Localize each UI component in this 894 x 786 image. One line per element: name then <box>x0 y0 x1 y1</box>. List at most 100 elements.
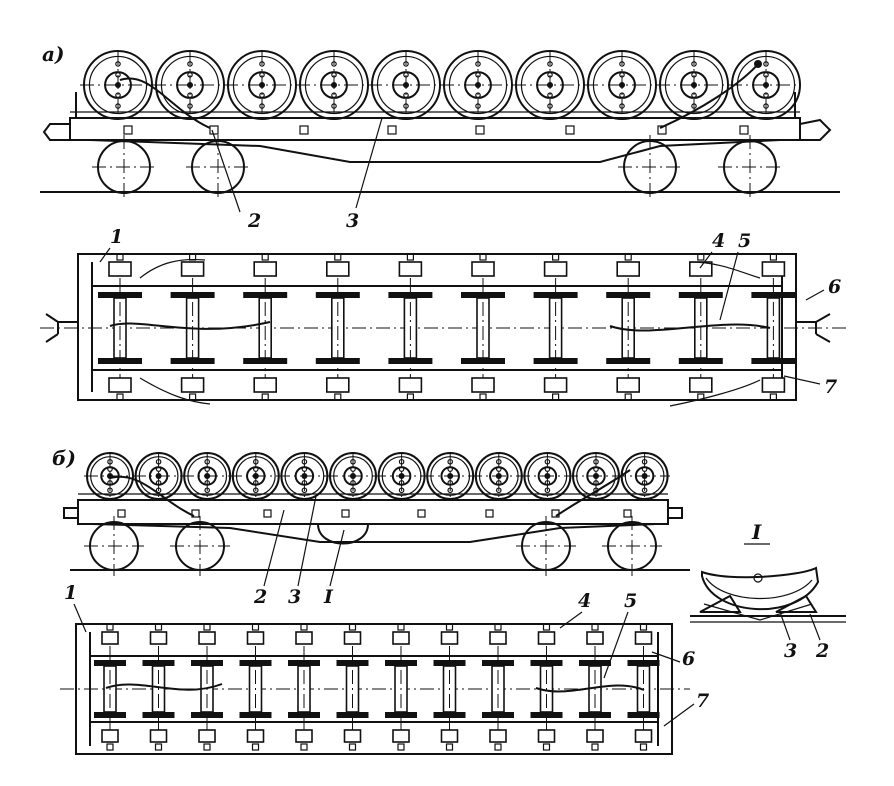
deck-bracket <box>475 125 485 135</box>
plan-stake-bottom <box>591 743 599 751</box>
plan-reel-flange-top <box>94 660 126 666</box>
plan-coupler-left-a <box>45 313 78 343</box>
plan-stake-bottom <box>494 743 502 751</box>
plan-chock-top <box>537 631 556 645</box>
callout-a-plan-4: 4 <box>712 230 726 252</box>
deck-bracket <box>485 509 494 518</box>
reel-bolt <box>115 72 121 78</box>
plan-stake-bottom <box>116 393 124 401</box>
plan-chock-bottom <box>295 729 313 743</box>
panel-a-label: a) <box>42 42 65 66</box>
plan-chock-top <box>295 631 313 645</box>
plan-stake-top <box>397 623 405 631</box>
plan-reel-flange-top <box>433 660 466 666</box>
plan-chock-bottom <box>440 729 459 743</box>
plan-chock-top <box>471 261 495 277</box>
bogie-wheels-a <box>92 135 782 199</box>
plan-stake-bottom <box>697 393 705 401</box>
reel-bolt <box>495 458 502 465</box>
deck-bracket <box>299 125 309 135</box>
leader-6-b <box>651 651 681 663</box>
underframe-b <box>91 523 657 543</box>
deck-bracket <box>191 509 200 518</box>
leader-5-b <box>603 611 629 679</box>
reel-bolt <box>398 458 405 465</box>
panel-a-plan-view <box>40 247 850 407</box>
leader-3-a <box>355 117 383 209</box>
plan-reel-flange-top <box>606 292 651 298</box>
plan-chock-top <box>440 631 459 645</box>
deck-brackets-a <box>123 125 749 135</box>
reel-bolt <box>475 92 481 99</box>
leader-1-a <box>99 247 111 263</box>
plan-side-blocks-a <box>108 253 786 401</box>
plan-stake-top <box>624 253 632 261</box>
reel-bolt <box>107 487 113 494</box>
detail-reel-rim <box>705 577 813 600</box>
reel-bolt <box>187 72 193 78</box>
plan-stake-bottom <box>154 743 163 751</box>
plan-stake-bottom <box>445 743 454 751</box>
plan-chock-top <box>398 261 423 277</box>
plan-chock-bottom <box>198 729 216 743</box>
plan-stake-bottom <box>203 743 211 751</box>
reel-bolt <box>475 72 481 78</box>
reel-bolt <box>331 92 337 99</box>
coupler-left-a <box>42 123 70 141</box>
leader-3-b <box>297 495 317 587</box>
reel-bolt <box>691 103 697 109</box>
plan-chock-top <box>343 631 362 645</box>
plan-reel-flange-top <box>243 292 288 298</box>
reel-bolt <box>691 72 697 78</box>
reel-bolt <box>301 487 308 494</box>
panel-a-side-view <box>40 50 840 213</box>
callout-a-side-2: 2 <box>248 210 262 232</box>
reel-bolt <box>619 72 625 78</box>
reel-bolt <box>115 103 121 109</box>
leader-4-a <box>699 251 713 269</box>
plan-chock-bottom <box>392 729 410 743</box>
plan-stake-top <box>334 253 342 261</box>
reel-bolt <box>495 466 502 472</box>
plan-diag-wire-bottom-a <box>139 377 211 405</box>
reel-bolt <box>107 458 113 465</box>
reel-bolt <box>107 480 113 486</box>
reel-bolt <box>475 61 481 67</box>
plan-chock-bottom <box>688 377 713 393</box>
plan-chock-bottom <box>398 377 423 393</box>
reel-bolt <box>619 61 625 67</box>
plan-stake-bottom <box>251 743 260 751</box>
leader-4-b <box>559 611 583 629</box>
plan-stake-bottom <box>106 743 114 751</box>
reel-bolt <box>350 458 356 465</box>
plan-reel-flange-bottom <box>627 712 660 718</box>
plan-reel-flange-top <box>98 292 142 298</box>
plan-stake-bottom <box>551 393 560 401</box>
reel-bolt <box>403 72 409 78</box>
reel-axle <box>447 473 454 479</box>
reel-bolt <box>544 480 551 486</box>
panel-b-label: б) <box>52 446 76 470</box>
plan-stake-top <box>697 253 705 261</box>
plan-reel-flange-top <box>751 292 796 298</box>
callout-b-side-I: I <box>324 586 333 608</box>
reel-bolt <box>447 487 454 494</box>
reel-bolt <box>447 466 454 472</box>
reel-bolt <box>331 61 337 67</box>
plan-stake-top <box>494 623 502 631</box>
coupler-right-a <box>799 118 832 141</box>
deck-bracket <box>739 125 749 135</box>
reel-bolt <box>187 103 193 109</box>
plan-stake-bottom <box>348 743 357 751</box>
plan-reel-flange-bottom <box>530 712 563 718</box>
plan-stake-top <box>769 253 778 261</box>
plan-chock-top <box>108 261 132 277</box>
reel-bolt <box>398 487 405 494</box>
detail-reel-half <box>701 566 820 611</box>
cable-reels-a <box>83 50 801 120</box>
plan-reel-flange-top <box>239 660 272 666</box>
reel-bolt <box>331 103 337 109</box>
plan-stake-top <box>106 623 114 631</box>
plan-chock-bottom <box>253 377 277 393</box>
plan-stake-top <box>591 623 599 631</box>
